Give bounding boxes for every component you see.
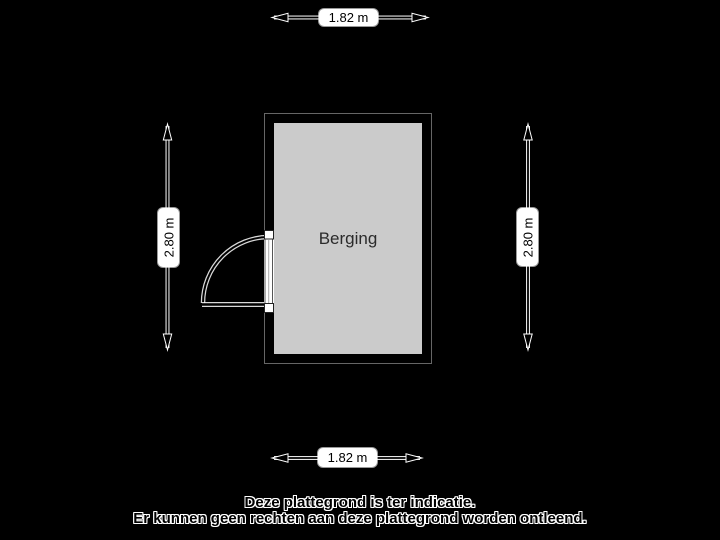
door-jamb-bottom bbox=[264, 303, 274, 313]
door-swing-arc bbox=[202, 236, 270, 304]
room-name-label: Berging bbox=[318, 228, 378, 248]
dimension-label-left: 2.80 m bbox=[158, 208, 179, 267]
dimension-label-top: 1.82 m bbox=[319, 9, 378, 26]
dimension-label-left-text: 2.80 m bbox=[161, 217, 176, 258]
door-jamb-top bbox=[264, 230, 274, 240]
disclaimer-line-2: Er kunnen geen rechten aan deze plattegr… bbox=[133, 510, 587, 527]
room-floor bbox=[274, 123, 422, 354]
dimension-label-right-text: 2.80 m bbox=[520, 217, 535, 257]
door-swing-arc-halo bbox=[200, 234, 270, 304]
disclaimer-line-1: Deze plattegrond is ter indicatie. bbox=[244, 494, 476, 511]
dimension-label-bottom: 1.82 m bbox=[318, 448, 377, 467]
dimension-label-right: 2.80 m bbox=[517, 208, 538, 266]
